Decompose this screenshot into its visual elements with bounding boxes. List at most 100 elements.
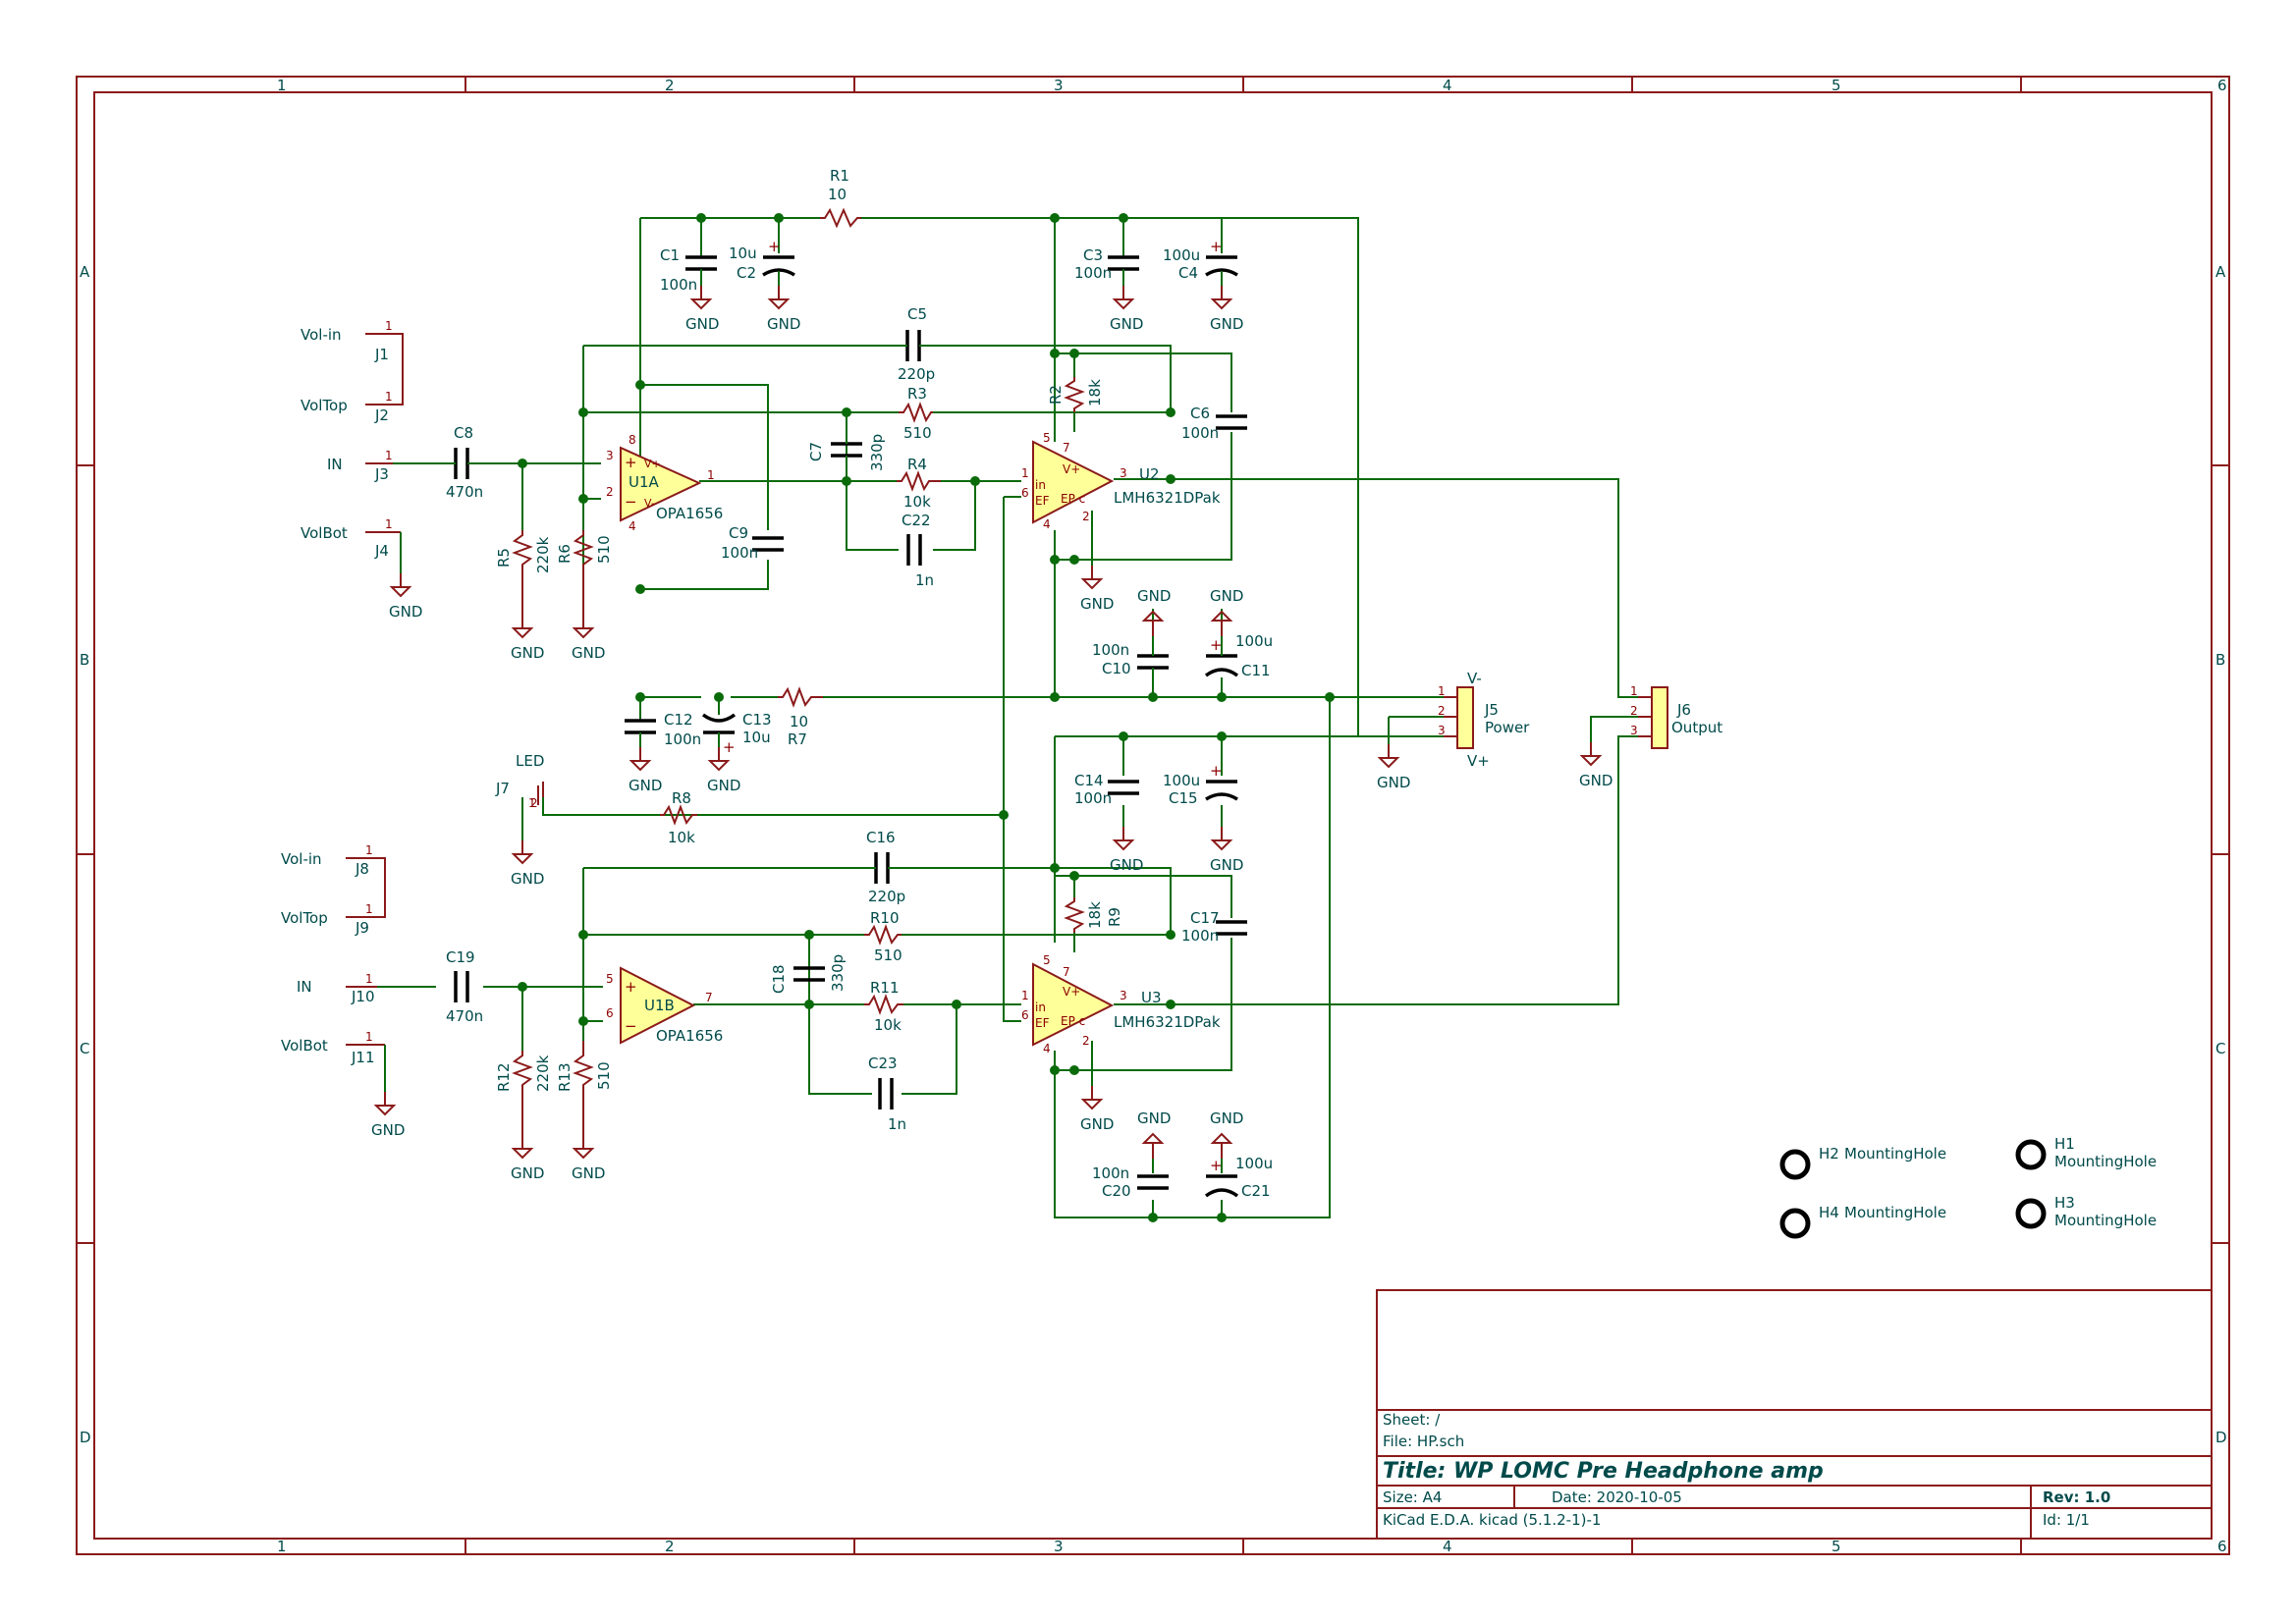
- capacitor-c9[interactable]: C9 100n: [721, 524, 784, 562]
- capacitor-c16[interactable]: C16 220p: [864, 829, 905, 905]
- c8-ref: C8: [454, 424, 473, 442]
- capacitor-c7[interactable]: C7 330p: [807, 412, 886, 481]
- connector-j2[interactable]: VolTop 1 J2: [301, 390, 393, 424]
- r3-value: 510: [903, 424, 932, 442]
- capacitor-c17[interactable]: C17 100n: [1181, 909, 1247, 945]
- row-label-d-right: D: [2215, 1429, 2227, 1446]
- c4-ref: C4: [1178, 264, 1198, 282]
- u1b-part: OPA1656: [656, 1027, 723, 1045]
- j10-net: IN: [297, 978, 312, 996]
- capacitor-c1[interactable]: C1 100n: [660, 246, 717, 299]
- capacitor-c21[interactable]: + 100u C21: [1204, 1155, 1273, 1200]
- resistor-r2[interactable]: R2 18k: [1047, 377, 1104, 412]
- gnd-label: GND: [1137, 587, 1171, 605]
- resistor-r11[interactable]: R11 10k: [864, 979, 903, 1034]
- resistor-r5[interactable]: R5 220k: [495, 530, 552, 628]
- mounting-hole-h2[interactable]: H2 MountingHole: [1779, 1145, 1946, 1180]
- c10-ref: C10: [1102, 660, 1131, 677]
- capacitor-c10[interactable]: 100n C10: [1092, 609, 1169, 697]
- j11-pin: 1: [365, 1030, 373, 1044]
- mounting-hole-h4[interactable]: H4 MountingHole: [1779, 1204, 1946, 1239]
- r7-value: 10: [790, 713, 808, 730]
- buffer-u3[interactable]: U3 LMH6321DPak in EF V+ EP c 1 6 3 5 7 4…: [1021, 953, 1221, 1055]
- resistor-r6[interactable]: R6 510: [556, 499, 613, 628]
- capacitor-c8[interactable]: C8 470n: [436, 424, 483, 501]
- connector-j7[interactable]: LED J7 1 2: [495, 752, 544, 854]
- connector-j5[interactable]: 1 2 3 V- V+ J5 Power: [1438, 670, 1530, 770]
- connector-j6[interactable]: 1 2 3 J6 Output: [1630, 684, 1722, 749]
- r5-ref: R5: [495, 548, 513, 568]
- u2-epc: EP c: [1061, 492, 1085, 506]
- resistor-r1[interactable]: R1 10: [820, 167, 861, 229]
- c13-ref: C13: [742, 711, 772, 729]
- capacitor-c4[interactable]: + 100u C4: [1163, 238, 1238, 299]
- capacitor-c19[interactable]: C19 470n: [446, 948, 483, 1025]
- gnd-symbol: GND: [1377, 744, 1410, 791]
- gnd-symbol: GND: [1210, 827, 1243, 874]
- j5-pin3: 3: [1438, 724, 1446, 737]
- opamp-u1a[interactable]: U1A OPA1656 + − 3 2 1 8 4 V+ V-: [606, 433, 723, 533]
- j8-net: Vol-in: [281, 850, 322, 868]
- resistor-r8[interactable]: R8 10k: [660, 789, 697, 846]
- capacitor-c20[interactable]: 100n C20: [1092, 1164, 1169, 1200]
- opamp-u1b[interactable]: U1B OPA1656 + − 5 6 7: [606, 966, 723, 1045]
- capacitor-c13[interactable]: + C13 10u: [701, 711, 772, 761]
- resistor-r12[interactable]: R12 220k: [495, 1051, 552, 1149]
- connector-j3[interactable]: IN 1 J3: [327, 449, 393, 483]
- schematic-title: Title: WP LOMC Pre Headphone amp: [1383, 1459, 1824, 1484]
- capacitor-c5[interactable]: C5 220p: [898, 305, 935, 383]
- capacitor-c2[interactable]: + 10u C2: [729, 238, 795, 299]
- mounting-hole-h3[interactable]: H3 MountingHole: [2015, 1194, 2157, 1229]
- connector-j4[interactable]: VolBot 1 J4: [301, 517, 402, 587]
- capacitor-c22[interactable]: C22 1n: [902, 512, 934, 589]
- led-label: LED: [516, 752, 544, 770]
- resistor-r7[interactable]: 10 R7: [778, 686, 823, 748]
- resistor-r3[interactable]: R3 510: [899, 385, 933, 442]
- buffer-u2[interactable]: U2 LMH6321DPak in EF V+ EP c 1 6 3 5 7 4…: [1021, 431, 1221, 531]
- sheet-id: Id: 1/1: [2043, 1511, 2090, 1529]
- sheet-name: Sheet: /: [1383, 1411, 1441, 1429]
- capacitor-c15[interactable]: + 100u C15: [1163, 762, 1238, 807]
- mounting-hole-h1[interactable]: H1 MountingHole: [2015, 1135, 2157, 1170]
- j2-pin: 1: [385, 390, 393, 404]
- c12-ref: C12: [664, 711, 693, 729]
- col-label-3-bottom: 3: [1054, 1538, 1064, 1555]
- j9-net: VolTop: [281, 909, 328, 927]
- connector-j11[interactable]: VolBot 1 J11: [281, 1030, 386, 1106]
- gnd-label: GND: [707, 777, 740, 794]
- c16-value: 220p: [868, 888, 905, 905]
- c19-value: 470n: [446, 1007, 483, 1025]
- resistor-r4[interactable]: R4 10k: [897, 456, 941, 511]
- capacitor-c18[interactable]: C18 330p: [770, 954, 847, 994]
- gnd-symbol: GND: [1210, 1109, 1243, 1159]
- connector-j8[interactable]: Vol-in 1 J8: [281, 843, 386, 918]
- capacitor-c23[interactable]: C23 1n: [868, 1055, 906, 1133]
- capacitor-c14[interactable]: C14 100n: [1074, 772, 1139, 807]
- connector-j10[interactable]: IN 1 J10: [297, 972, 377, 1005]
- c14-ref: C14: [1074, 772, 1104, 789]
- u1a-pin3: 3: [606, 449, 614, 462]
- capacitor-c3[interactable]: C3 100n: [1074, 246, 1139, 299]
- capacitor-c6[interactable]: C6 100n: [1181, 405, 1247, 442]
- gnd-label: GND: [767, 315, 800, 333]
- connector-j1[interactable]: Vol-in 1 J1: [301, 319, 404, 406]
- capacitor-c11[interactable]: + 100u C11: [1204, 609, 1273, 679]
- connector-j9[interactable]: VolTop 1 J9: [281, 902, 377, 937]
- resistor-r10[interactable]: R10 510: [864, 909, 902, 964]
- col-label-6: 6: [2217, 77, 2227, 94]
- c17-value: 100n: [1181, 927, 1219, 945]
- vplus-label: V+: [1467, 752, 1490, 770]
- col-label-2-bottom: 2: [665, 1538, 675, 1555]
- u3-in: in: [1035, 1001, 1046, 1014]
- sheet-size: Size: A4: [1383, 1488, 1442, 1506]
- c23-ref: C23: [868, 1055, 898, 1072]
- resistor-r9[interactable]: 18k R9: [1064, 897, 1123, 933]
- u1a-minus: −: [625, 493, 637, 511]
- row-label-c: C: [80, 1040, 89, 1057]
- r6-ref: R6: [556, 544, 574, 564]
- c2-ref: C2: [737, 264, 756, 282]
- resistor-r13[interactable]: R13 510: [556, 1041, 613, 1149]
- c20-value: 100n: [1092, 1164, 1129, 1182]
- capacitor-c12[interactable]: C12 100n: [625, 711, 701, 761]
